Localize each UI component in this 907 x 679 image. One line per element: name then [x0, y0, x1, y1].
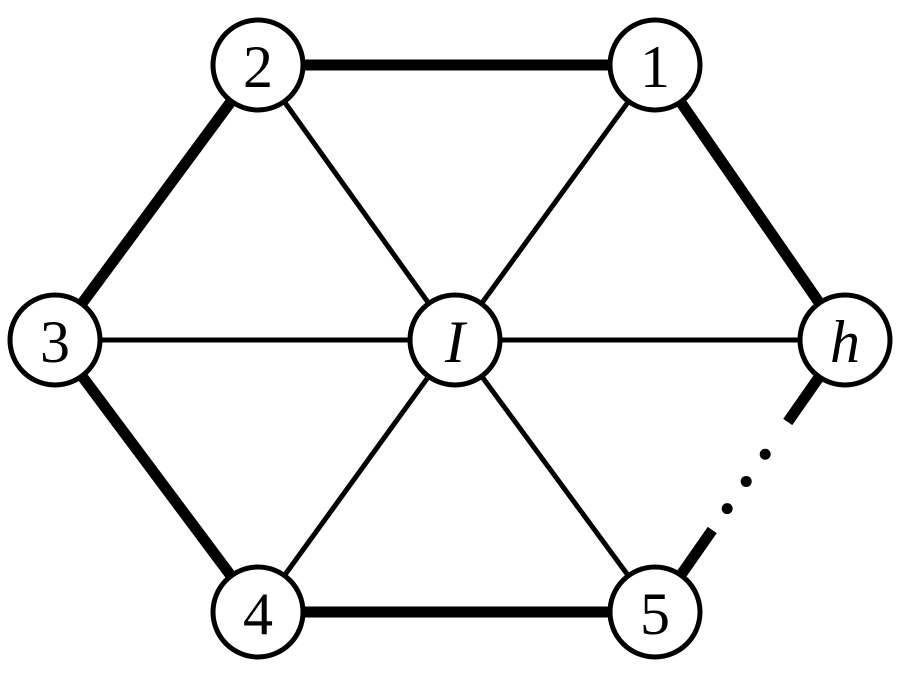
node-3-label: 3 [40, 309, 70, 375]
node-I-circle [407, 292, 503, 388]
node-2-label: 2 [243, 34, 273, 100]
edge-h-5-stub-start [783, 373, 824, 426]
edge-I-1 [452, 63, 658, 342]
node-5-label: 5 [640, 581, 670, 647]
edge-h-5-stub-end [676, 526, 717, 579]
node-5-circle [607, 564, 703, 660]
edge-h-5-dot-3 [721, 503, 733, 515]
node-3: 3 [7, 292, 103, 388]
node-4: 4 [210, 564, 306, 660]
edge-I-2 [255, 63, 458, 342]
edge-1-h [650, 61, 850, 344]
node-5: 5 [607, 564, 703, 660]
node-4-label: 4 [243, 581, 273, 647]
node-1-circle [607, 17, 703, 113]
node-1: 1 [607, 17, 703, 113]
edge-3-4 [50, 336, 263, 616]
node-2-circle [210, 17, 306, 113]
edge-h-5-dot-1 [759, 448, 771, 460]
edge-h-5-dot-2 [740, 475, 752, 487]
node-h: h [797, 292, 893, 388]
node-I-label: I [444, 309, 468, 375]
node-1-label: 1 [640, 34, 670, 100]
nodes: 1 2 3 4 5 h I [7, 17, 893, 660]
node-2: 2 [210, 17, 306, 113]
edges [50, 59, 850, 618]
node-h-circle [797, 292, 893, 388]
node-center-I: I [407, 292, 503, 388]
edge-I-5 [452, 338, 658, 614]
node-3-circle [7, 292, 103, 388]
node-4-circle [210, 564, 306, 660]
node-h-label: h [830, 309, 860, 375]
edge-2-3 [50, 61, 263, 344]
edge-I-4 [255, 338, 458, 614]
